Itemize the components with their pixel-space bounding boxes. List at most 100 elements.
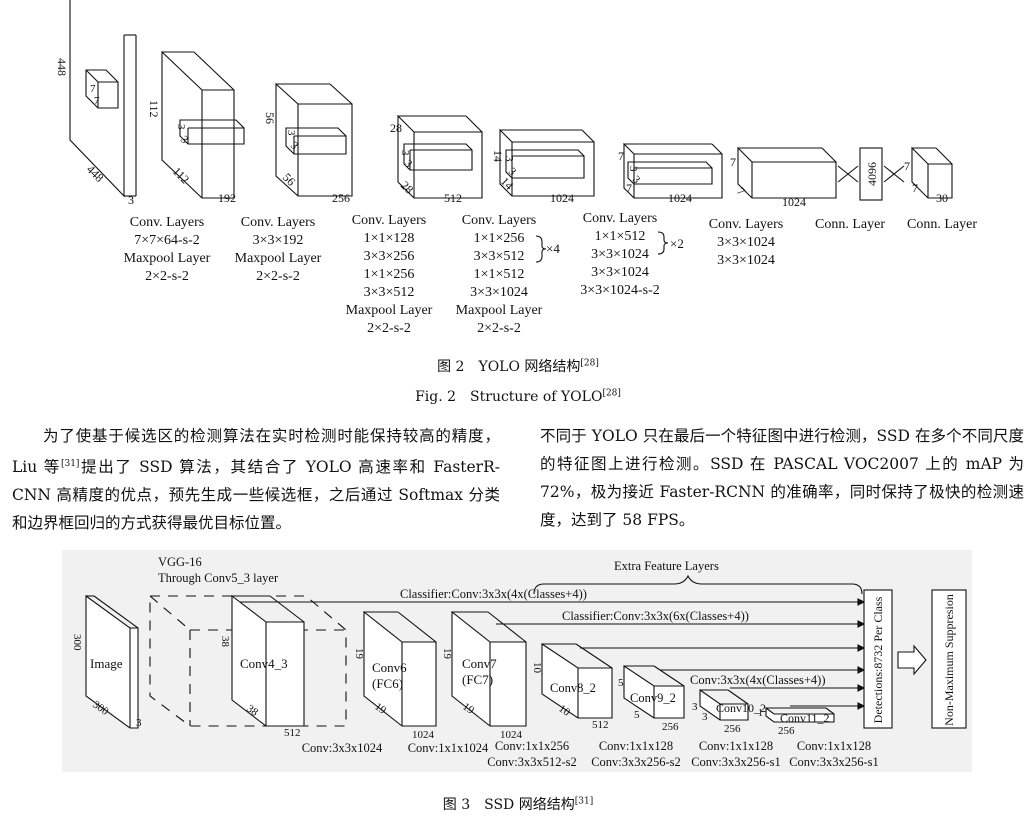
yolo-layer-4: 14 14 1024 3 3 bbox=[491, 128, 595, 205]
ssd-image-label: Image bbox=[90, 656, 123, 671]
yolo-g4-l1: 1×1×512 bbox=[595, 229, 646, 244]
yolo-l2-ch: 256 bbox=[332, 191, 350, 205]
ssd-vgg-sub: Through Conv5_3 layer bbox=[158, 571, 279, 585]
ssd-conv9-label: Conv9_2 bbox=[630, 691, 676, 705]
ssd-conv4-3-label: Conv4_3 bbox=[240, 656, 288, 671]
ssd-conv9-cube: Conv9_2 5 5 256 bbox=[618, 664, 685, 733]
ssd-c9-ch: 256 bbox=[662, 721, 679, 733]
fig3-caption-text: 图 3 SSD 网络结构 bbox=[442, 797, 575, 813]
fig2-caption-en: Fig. 2 Structure of YOLO[28] bbox=[0, 386, 1036, 406]
yolo-g1-l3: 2×2-s-2 bbox=[256, 269, 300, 284]
yolo-l0-depth: 448 bbox=[84, 162, 107, 185]
yolo-brace-2 bbox=[657, 231, 669, 255]
fig2-caption-cn-ref: [28] bbox=[580, 358, 599, 369]
left-paragraph-ref: [31] bbox=[60, 459, 80, 469]
yolo-g0-l2: Maxpool Layer bbox=[124, 251, 211, 266]
ssd-c8-ch: 512 bbox=[592, 719, 609, 731]
yolo-fc-label: 4096 bbox=[865, 162, 879, 186]
yolo-g3-l6: 2×2-s-2 bbox=[477, 321, 521, 336]
yolo-repeat2: ×2 bbox=[670, 236, 684, 251]
yolo-l0-ch: 3 bbox=[128, 193, 134, 207]
yolo-l4-ch: 1024 bbox=[550, 191, 574, 205]
ssd-conv11-cube: Conv11_2 1 256 bbox=[758, 706, 835, 737]
ssd-conv7-cube: Conv7 (FC7) 19 19 1024 bbox=[441, 610, 527, 741]
yolo-l4-depth: 14 bbox=[498, 174, 516, 192]
ssd-c43-side: 38 bbox=[219, 636, 231, 648]
ssd-figure: VGG-16 Through Conv5_3 layer Extra Featu… bbox=[62, 550, 972, 772]
ssd-vgg-title: VGG-16 bbox=[158, 555, 202, 569]
ssd-extra-label: Extra Feature Layers bbox=[614, 559, 719, 573]
yolo-l6-ch: 1024 bbox=[782, 195, 806, 209]
ssd-conv10-label: Conv10_2 bbox=[716, 701, 766, 715]
yolo-layer-2: 56 56 256 3 3 bbox=[263, 82, 353, 205]
yolo-l5-side: 7 bbox=[618, 149, 624, 163]
ssd-conv10-cube: Conv10_2 3 3 256 bbox=[692, 688, 766, 735]
ssd-conv6-label: Conv6 bbox=[372, 660, 407, 675]
yolo-g5-l1: 3×3×1024 bbox=[717, 235, 775, 250]
right-paragraph: 不同于 YOLO 只在最后一个特征图中进行检测，SSD 在多个不同尺度的特征图上… bbox=[540, 427, 1024, 529]
ssd-c9-side: 5 bbox=[618, 677, 624, 689]
yolo-g2-l2: 3×3×256 bbox=[364, 249, 415, 264]
yolo-layer-0: 448 448 3 7 7 bbox=[55, 0, 137, 207]
yolo-g3-l5: Maxpool Layer bbox=[456, 303, 543, 318]
yolo-g1-l0: Conv. Layers bbox=[241, 215, 316, 230]
ssd-bottom-4-1: Conv:3x3x256-s1 bbox=[691, 755, 781, 769]
yolo-l2-depth: 56 bbox=[280, 170, 298, 188]
yolo-g2-l0: Conv. Layers bbox=[352, 213, 427, 228]
ssd-img-ch: 3 bbox=[136, 717, 142, 729]
yolo-l4-side: 14 bbox=[491, 150, 505, 162]
fig3-caption: 图 3 SSD 网络结构[31] bbox=[0, 794, 1036, 814]
ssd-arrows bbox=[236, 598, 866, 710]
yolo-g3-l0: Conv. Layers bbox=[462, 213, 537, 228]
ssd-bottom-0-0: Conv:3x3x1024 bbox=[302, 741, 383, 755]
yolo-figure: 448 448 3 7 7 112 112 192 3 3 56 56 256 … bbox=[55, 0, 977, 336]
ssd-c6-ch: 1024 bbox=[412, 729, 435, 741]
ssd-bottom-3-0: Conv:1x1x128 bbox=[599, 739, 673, 753]
ssd-detections-label: Detections:8732 Per Class bbox=[871, 596, 885, 723]
ssd-classifier2: Classifier:Conv:3x3x(6x(Classes+4)) bbox=[562, 609, 749, 623]
yolo-out-depth: 7 bbox=[912, 181, 918, 195]
ssd-c43-ch: 512 bbox=[284, 727, 301, 739]
ssd-conv4-3-cube: Conv4_3 38 38 512 bbox=[219, 594, 305, 739]
yolo-g3-l2: 3×3×512 bbox=[474, 249, 525, 264]
yolo-l4-k: 3 bbox=[503, 156, 515, 162]
yolo-layer-1: 112 112 192 3 3 bbox=[147, 50, 245, 205]
ssd-c6-side: 19 bbox=[353, 648, 365, 660]
ssd-c10-side: 3 bbox=[692, 701, 698, 713]
ssd-conv11-label: Conv11_2 bbox=[780, 711, 830, 725]
ssd-c11-side: 1 bbox=[758, 708, 763, 719]
ssd-c11-ch: 256 bbox=[778, 725, 795, 737]
yolo-g2-l4: 3×3×512 bbox=[364, 285, 415, 300]
right-column: 不同于 YOLO 只在最后一个特征图中进行检测，SSD 在多个不同尺度的特征图上… bbox=[540, 422, 1024, 534]
yolo-l1-side: 112 bbox=[147, 100, 161, 118]
fig2-caption-cn: 图 2 YOLO 网络结构[28] bbox=[0, 356, 1036, 376]
ssd-nms-label: Non-Maximum Suppresion bbox=[942, 594, 956, 726]
yolo-g3-l3: 1×1×512 bbox=[474, 267, 525, 282]
yolo-l0-k2: 7 bbox=[94, 95, 100, 107]
yolo-l3-k: 3 bbox=[399, 150, 411, 156]
yolo-l3-side: 28 bbox=[390, 121, 402, 135]
ssd-classifier1: Classifier:Conv:3x3x(4x(Classes+4)) bbox=[400, 587, 587, 601]
ssd-conv7-sub: (FC7) bbox=[462, 672, 493, 687]
yolo-layer-3: 28 28 512 3 3 bbox=[390, 114, 483, 205]
yolo-l5-ch: 1024 bbox=[668, 191, 692, 205]
fig2-caption-en-text: Fig. 2 Structure of YOLO bbox=[415, 389, 603, 405]
ssd-c10-depth: 3 bbox=[702, 711, 708, 723]
ssd-detections-box bbox=[863, 589, 893, 729]
yolo-layer-6: 7 7 1024 bbox=[730, 146, 837, 209]
yolo-connector-4 bbox=[883, 165, 905, 183]
yolo-l1-depth: 112 bbox=[170, 164, 192, 186]
yolo-g0-l3: 2×2-s-2 bbox=[145, 269, 189, 284]
ssd-bottom-5-1: Conv:3x3x256-s1 bbox=[789, 755, 879, 769]
ssd-bottom-3-1: Conv:3x3x256-s2 bbox=[591, 755, 681, 769]
ssd-bottom-5-0: Conv:1x1x128 bbox=[797, 739, 871, 753]
yolo-g1-l2: Maxpool Layer bbox=[235, 251, 322, 266]
left-paragraph-part1: 为了使基于候选区的检测算法在实时检测时能保持较高的精度，Liu 等 bbox=[12, 427, 500, 477]
yolo-g5-l0: Conv. Layers bbox=[709, 217, 784, 232]
yolo-brace-4 bbox=[535, 235, 547, 263]
yolo-g4-l2: 3×3×1024 bbox=[591, 247, 649, 262]
yolo-g4-l3: 3×3×1024 bbox=[591, 265, 649, 280]
ssd-conv7-label: Conv7 bbox=[462, 656, 497, 671]
yolo-g5-l2: 3×3×1024 bbox=[717, 253, 775, 268]
yolo-fc-box bbox=[859, 147, 883, 201]
